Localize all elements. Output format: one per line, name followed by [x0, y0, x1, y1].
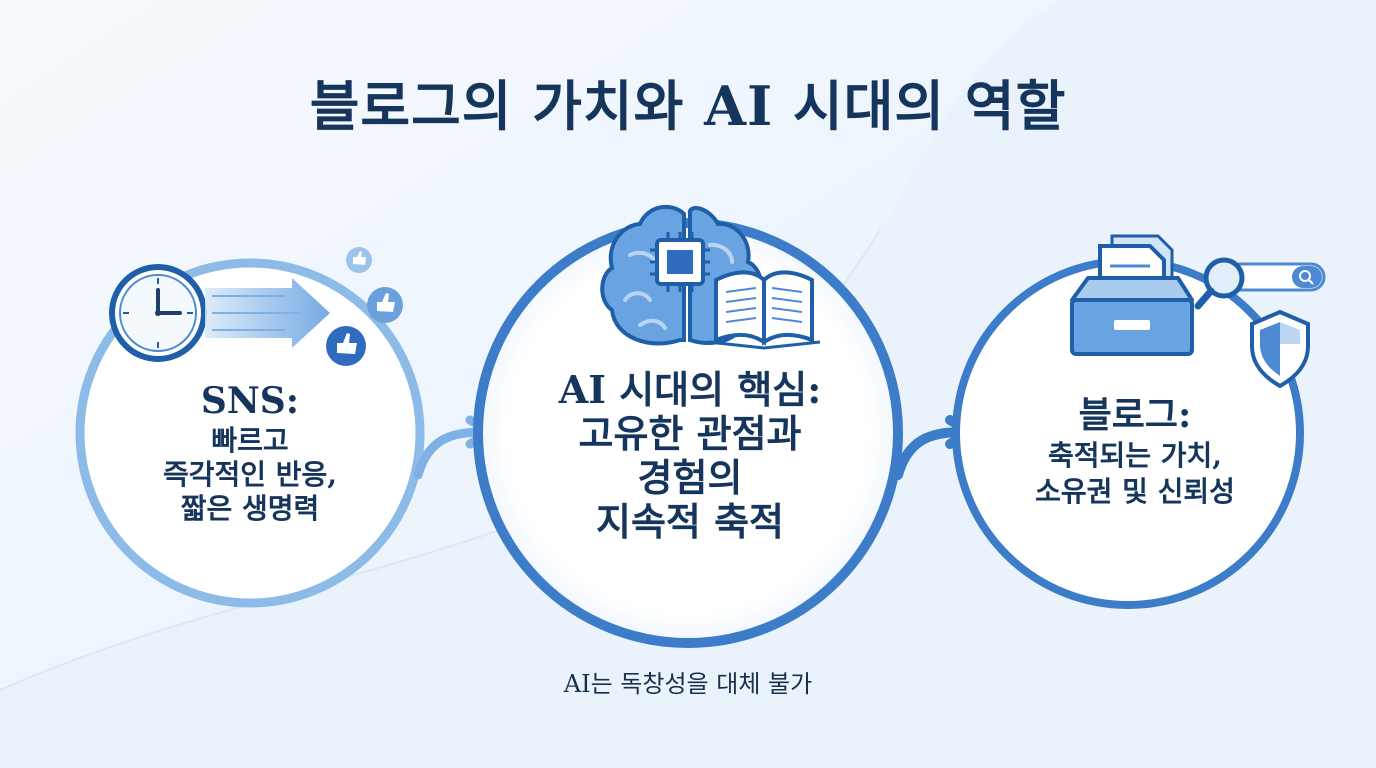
blog-line: 소유권 및 신뢰성: [1035, 475, 1235, 508]
thumbs-up-icon: [346, 247, 372, 273]
core-line: 경험의: [637, 455, 743, 500]
sns-line: 짧은 생명력: [180, 492, 320, 525]
magnifier-icon: [1194, 257, 1245, 310]
core-line: AI 시대의 핵심:: [558, 367, 822, 412]
chip-icon: [650, 232, 710, 292]
open-book-icon: [707, 270, 821, 350]
search-bar-icon: [1222, 262, 1326, 292]
core-line: 지속적 축적: [595, 499, 785, 544]
core-text: AI 시대의 핵심: 고유한 관점과 경험의 지속적 축적: [510, 368, 870, 544]
sns-line: 즉각적인 반응,: [162, 458, 338, 491]
shield-icon: [1250, 309, 1310, 389]
page-title: 블로그의 가치와 AI 시대의 역할: [309, 74, 1067, 138]
blog-text: 블로그: 축적되는 가치, 소유권 및 신뢰성: [975, 392, 1295, 510]
thumbs-up-icon: [367, 287, 403, 323]
sns-heading: SNS:: [200, 380, 300, 422]
blog-line: 축적되는 가치,: [1047, 439, 1223, 472]
thumbs-up-icon: [326, 326, 366, 366]
blog-heading: 블로그:: [1078, 394, 1192, 436]
core-line: 고유한 관점과: [578, 411, 802, 456]
archive-box-icon: [1070, 276, 1194, 356]
clock-icon: [109, 264, 207, 362]
sns-line: 빠르고: [211, 424, 289, 457]
speed-arrow-icon: [205, 278, 330, 348]
caption: AI는 독창성을 대체 불가: [563, 670, 813, 698]
sns-text: SNS: 빠르고 즉각적인 반응, 짧은 생명력: [100, 378, 400, 526]
